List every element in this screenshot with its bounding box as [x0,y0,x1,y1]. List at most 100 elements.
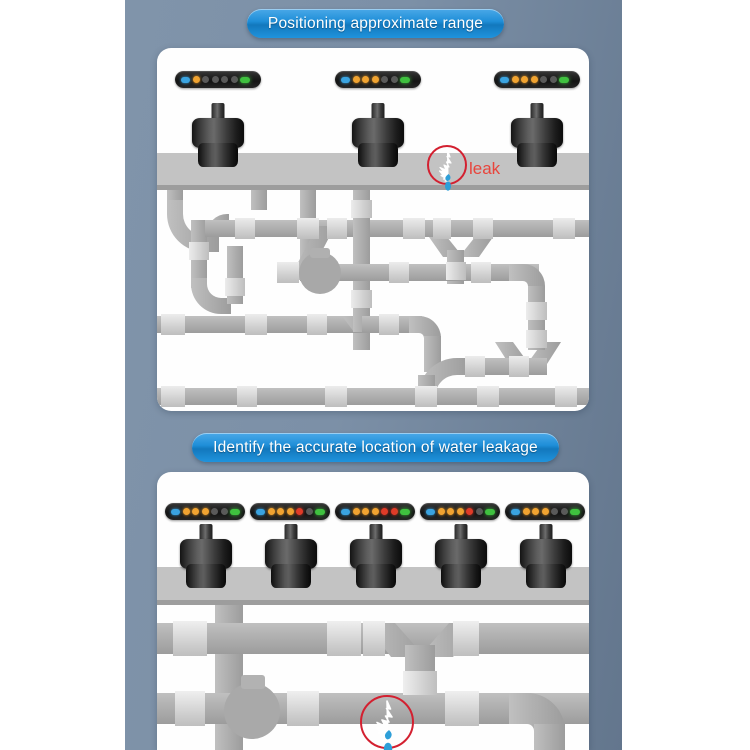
led-bar-sensor-5 [505,503,585,520]
ground-bar-edge-bottom [157,600,589,605]
led-indicator [286,508,294,515]
led-indicator [532,508,539,515]
led-indicator [522,508,530,515]
sensor-base [358,143,398,167]
led-indicator [315,508,325,515]
led-indicator [171,508,180,515]
sensor-base [526,564,566,588]
led-indicator [230,508,240,515]
led-indicator [521,76,528,83]
led-indicator [220,508,228,515]
led-indicator [549,76,557,83]
ground-bar-edge-top [157,185,589,190]
sensor-base [517,143,557,167]
led-indicator [400,76,410,83]
led-bar-sensor-2 [335,71,421,88]
pipe-network-detail [157,605,589,750]
pipe-network-overview [157,190,589,407]
led-indicator [475,508,483,515]
led-bar-sensor-1 [165,503,245,520]
sensor-stem [539,524,553,541]
led-indicator [456,508,464,515]
valve-body-detail [224,683,280,739]
sensor-device-1 [177,524,235,596]
sensor-stem [369,524,383,541]
led-indicator [362,76,369,83]
led-indicator [551,508,558,515]
led-indicator [192,76,200,83]
led-indicator [202,76,209,83]
sensor-stem [211,103,225,120]
led-bar-sensor-1 [175,71,261,88]
led-indicator [511,76,519,83]
led-indicator [485,508,495,515]
sensor-device-3 [508,103,566,169]
leak-spray-icon [438,149,452,191]
sensor-device-4 [432,524,490,596]
leak-label: leak [469,159,501,178]
led-indicator [362,508,369,515]
led-indicator [230,76,238,83]
led-indicator [447,508,454,515]
led-indicator [371,508,379,515]
led-indicator [267,508,275,515]
led-indicator [221,76,228,83]
led-indicator [381,76,388,83]
sensor-device-2 [349,103,407,169]
led-indicator [240,76,250,83]
led-indicator [192,508,199,515]
led-indicator [500,76,509,83]
led-indicator [570,508,580,515]
banner-identify-accurate-location: Identify the accurate location of water … [192,433,559,462]
led-indicator [296,508,303,515]
panel-approximate-range: leak [157,48,589,411]
led-indicator [437,508,445,515]
sensor-device-5 [517,524,575,596]
led-indicator [381,508,388,515]
sensor-base [271,564,311,588]
sensor-base [441,564,481,588]
sensor-device-3 [347,524,405,596]
led-bar-sensor-3 [335,503,415,520]
led-indicator [400,508,410,515]
led-indicator [341,508,350,515]
led-indicator [352,508,360,515]
led-indicator [181,76,190,83]
led-indicator [466,508,473,515]
sensor-base [186,564,226,588]
led-indicator [352,76,360,83]
sensor-stem [284,524,298,541]
leak-spray-icon-detail [375,700,393,750]
panel-accurate-location [157,472,589,750]
led-indicator [390,76,398,83]
sensor-stem [454,524,468,541]
sensor-stem [530,103,544,120]
sensor-base [356,564,396,588]
valve-body [299,252,341,294]
led-bar-sensor-4 [420,503,500,520]
led-indicator [277,508,284,515]
led-indicator [371,76,379,83]
sensor-stem [199,524,213,541]
led-bar-sensor-2 [250,503,330,520]
led-indicator [560,508,568,515]
sensor-stem [371,103,385,120]
led-indicator [426,508,435,515]
led-indicator [211,76,219,83]
sensor-base [198,143,238,167]
sensor-device-2 [262,524,320,596]
led-indicator [211,508,218,515]
led-indicator [541,508,549,515]
led-bar-sensor-3 [494,71,580,88]
led-indicator [511,508,520,515]
led-indicator [182,508,190,515]
led-indicator [305,508,313,515]
sensor-device-1 [189,103,247,169]
banner-positioning-approximate-range: Positioning approximate range [247,9,504,38]
led-indicator [390,508,398,515]
led-indicator [530,76,538,83]
led-indicator [559,76,569,83]
led-indicator [201,508,209,515]
led-indicator [341,76,350,83]
